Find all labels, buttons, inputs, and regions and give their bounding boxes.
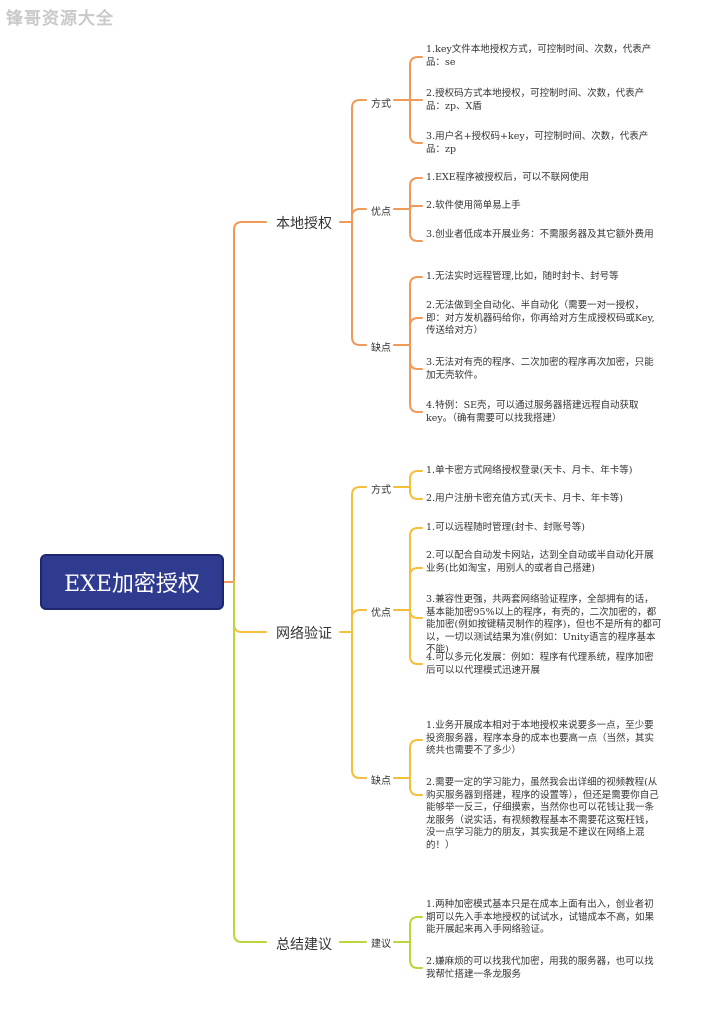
local-cons-leaves-branch-0	[409, 276, 423, 346]
leaf-network-pros-2: 2.可以配合自动发卡网站，达到全自动或半自动化开展业务(比如淘宝，用别人的或者自…	[426, 550, 654, 574]
leaf-local-cons-2: 2.无法做到全自动化、半自动化（需要一对一授权，即：对方发机器码给你，你再给对方…	[426, 300, 655, 336]
network-cons-leaves-branch-1	[409, 777, 423, 796]
leaf-network-pros-4: 4.可以多元化发展：例如：程序有代理系统，程序加密后可以以代理模式迅速开展	[426, 652, 654, 676]
network-links-branch-2	[351, 631, 367, 779]
leaf-local-method-1: 1.key文件本地授权方式，可控制时间、次数，代表产品：se	[426, 44, 652, 68]
local-pros-leaves-branch-0	[409, 177, 423, 210]
summary-advice[interactable]: 建议	[371, 939, 391, 950]
branch-summary[interactable]: 总结建议	[276, 937, 332, 953]
leaf-local-cons-3: 3.无法对有壳的程序、二次加密的程序再次加密，只能加无壳软件。	[426, 357, 654, 381]
leaf-network-method-2: 2.用户注册卡密充值方式(天卡、月卡、年卡等)	[426, 493, 623, 504]
root-label: EXE加密授权	[64, 572, 200, 597]
network-links-branch-1	[351, 609, 367, 633]
network-cons-leaves-branch-0	[409, 739, 423, 779]
local-pros-leaves-branch-1	[409, 205, 423, 210]
local-cons-leaves-branch-3	[409, 344, 423, 413]
leaf-local-pros-1: 1.EXE程序被授权后，可以不联网使用	[426, 172, 589, 183]
network-method-leaves-branch-0	[409, 470, 423, 488]
network-pros-leaves-branch-0	[409, 527, 423, 611]
local-method-leaves-branch-0	[409, 56, 423, 101]
leaf-local-pros-3: 3.创业者低成本开展业务：不需服务器及其它额外费用	[426, 229, 654, 240]
leaf-local-pros-2: 2.软件使用简单易上手	[426, 200, 521, 211]
leaf-summary-advice-2: 2.嫌麻烦的可以找我代加密，用我的服务器，也可以找我帮忙搭建一条龙服务	[426, 956, 654, 980]
network-method[interactable]: 方式	[371, 485, 391, 496]
local-pros[interactable]: 优点	[371, 207, 391, 218]
leaf-summary-advice-1: 1.两种加密模式基本只是在成本上面有出入，创业者初期可以先入手本地授权的试试水，…	[426, 899, 655, 935]
network-pros-leaves-branch-2	[409, 609, 423, 619]
summary-advice-leaves-branch-0	[409, 916, 423, 943]
local-cons-leaves-branch-2	[409, 344, 423, 370]
leaf-local-cons-4: 4.特例：SE壳，可以通过服务器搭建远程自动获取key。（确有需要可以找我搭建）	[426, 400, 639, 424]
local-pros-leaves-branch-2	[409, 208, 423, 242]
root-links-branch-0	[233, 221, 267, 583]
network-links-branch-0	[351, 486, 367, 633]
root-links-branch-2	[233, 581, 267, 943]
leaf-network-cons-1: 1.业务开展成本相对于本地授权来说要多一点，至少要投资服务器，程序本身的成本也要…	[426, 720, 655, 756]
summary-advice-leaves-branch-1	[409, 941, 423, 969]
local-links-branch-0	[351, 99, 367, 223]
local-method[interactable]: 方式	[371, 99, 391, 110]
network-cons[interactable]: 缺点	[371, 776, 391, 787]
leaf-local-method-2: 2.授权码方式本地授权，可控制时间、次数，代表产品：zp、X盾	[426, 88, 645, 112]
leaf-local-method-3: 3.用户名+授权码+key，可控制时间、次数，代表产品：zp	[426, 131, 649, 155]
network-pros[interactable]: 优点	[371, 608, 391, 619]
leaf-network-pros-1: 1.可以远程随时管理(封卡、封账号等)	[426, 522, 585, 533]
local-method-leaves-branch-2	[409, 99, 423, 144]
network-pros-leaves-branch-1	[409, 567, 423, 611]
local-links-branch-2	[351, 221, 367, 346]
watermark: 锋哥资源大全	[6, 9, 114, 29]
leaf-network-method-1: 1.单卡密方式网络授权登录(天卡、月卡、年卡等)	[426, 465, 633, 476]
leaf-network-cons-2: 2.需要一定的学习能力，虽然我会出详细的视频教程(从购买服务器到搭建，程序的设置…	[426, 777, 659, 851]
root-node[interactable]: EXE加密授权	[40, 554, 224, 610]
local-cons-leaves-branch-1	[409, 317, 423, 346]
root-links-branch-1	[233, 581, 267, 633]
branch-local[interactable]: 本地授权	[276, 216, 332, 232]
leaf-local-cons-1: 1.无法实时远程管理,比如，随时封卡、封号等	[426, 271, 619, 282]
network-pros-leaves-branch-3	[409, 609, 423, 665]
local-links-branch-1	[351, 208, 367, 223]
leaf-network-pros-3: 3.兼容性更强，共两套网络验证程序，全部拥有的话，基本能加密95%以上的程序，有…	[426, 594, 662, 655]
local-cons[interactable]: 缺点	[371, 343, 391, 354]
branch-network[interactable]: 网络验证	[276, 626, 332, 642]
network-method-leaves-branch-1	[409, 486, 423, 500]
